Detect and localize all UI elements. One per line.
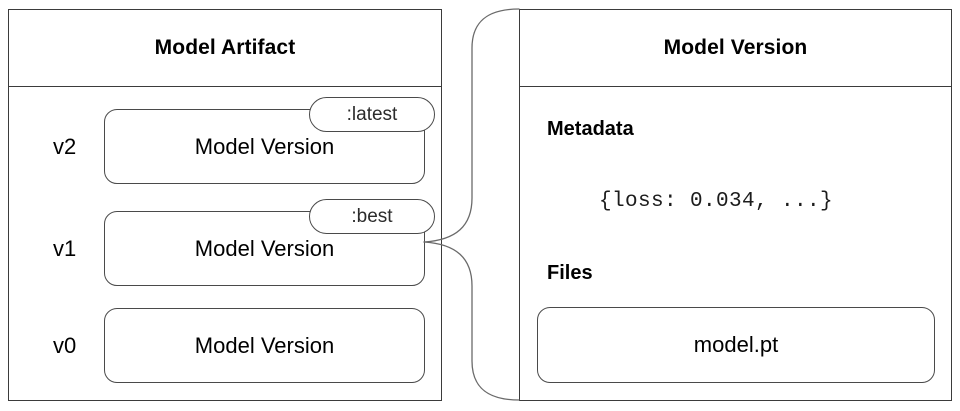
model-version-box-v0[interactable]: Model Version [104,308,425,383]
file-box-label-model-pt: model.pt [693,332,779,357]
alias-pill-best-label: :best [351,205,393,227]
metadata-value: {loss: 0.034, ...} [599,190,834,213]
model-version-panel: Model Version Metadata {loss: 0.034, ...… [519,9,952,401]
model-artifact-body: v2 Model Version :latest v1 Model Versio… [9,87,441,400]
model-version-box-label-v0: Model Version [194,332,335,358]
alias-pill-latest[interactable]: :latest [309,97,435,132]
metadata-heading: Metadata [547,118,634,140]
version-row-v1: v1 Model Version :best [9,199,441,286]
alias-pill-latest-label: :latest [346,103,398,125]
version-label-v1: v1 [53,236,77,261]
model-version-body: Metadata {loss: 0.034, ...} Files model.… [520,87,951,400]
model-version-box-label-v2: Model Version [194,133,335,159]
version-label-v0: v0 [53,333,77,358]
model-artifact-title: Model Artifact [154,36,296,59]
version-row-v2: v2 Model Version :latest [9,97,441,184]
model-artifact-panel: Model Artifact v2 Model Version :latest … [8,9,442,401]
model-version-box-v1[interactable]: Model Version [104,211,425,286]
model-version-box-label-v1: Model Version [194,235,335,261]
model-version-title: Model Version [663,36,808,59]
version-row-v0: v0 Model Version [9,308,441,383]
file-box-model-pt[interactable]: model.pt [537,307,935,383]
files-heading: Files [547,262,593,284]
model-artifact-header: Model Artifact [9,10,441,87]
alias-pill-best[interactable]: :best [309,199,435,234]
version-label-v2: v2 [53,134,77,159]
model-version-header: Model Version [520,10,951,87]
